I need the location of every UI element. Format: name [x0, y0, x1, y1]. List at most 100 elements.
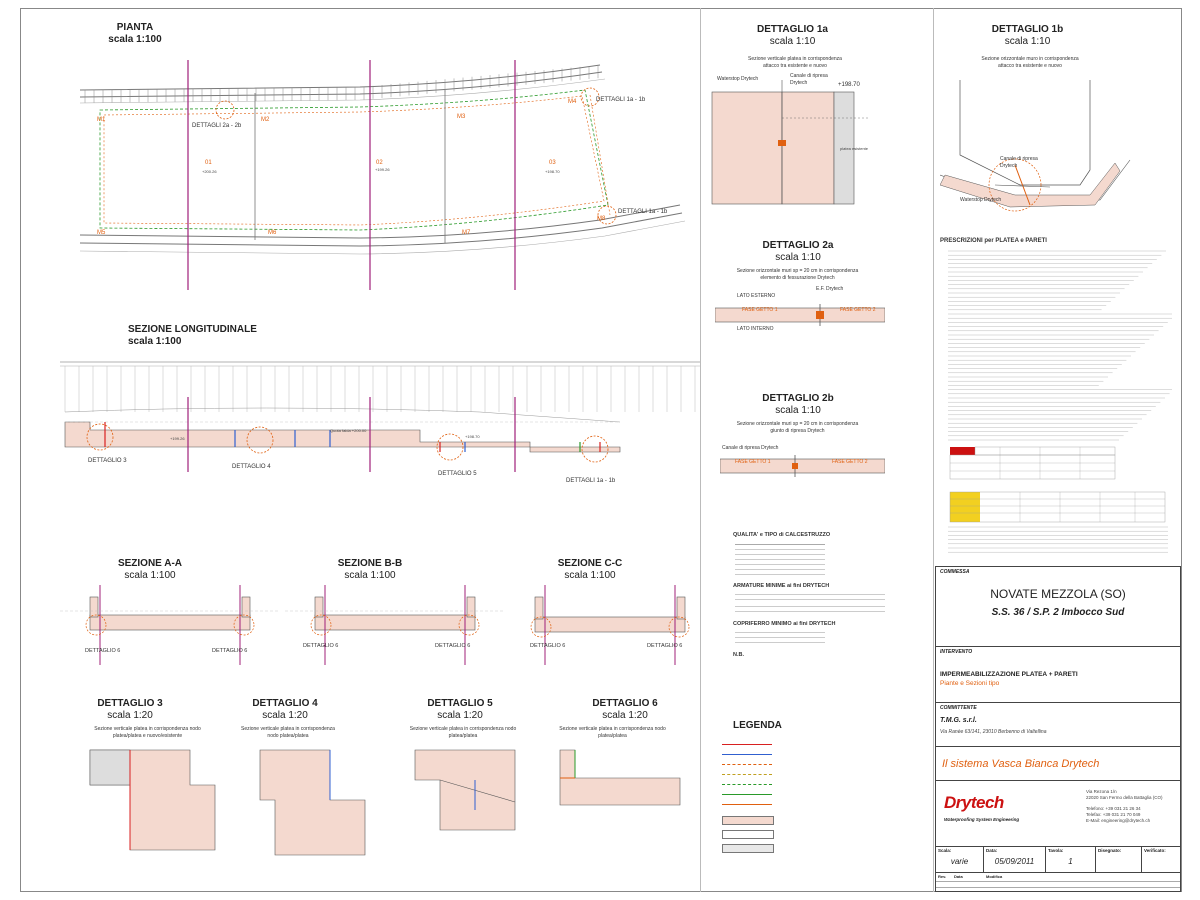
detail-1a-elevation: +198.70 [838, 82, 860, 88]
tb-meta-row: Scala: varie Data: 05/09/2011 Tavola: 1 … [936, 847, 1180, 873]
detail-3-title: DETTAGLIO 3 scala 1:20 [95, 698, 165, 721]
tb-company-contacts: Via Rezona 1/n 22020 San Fermo della Bat… [1086, 789, 1163, 824]
legend-row [722, 760, 912, 769]
detail-description: Sezione verticale platea in corrisponden… [241, 726, 335, 739]
detail-2a-fase1: FASE GETTO 1 [742, 307, 778, 313]
detail-2b-fase2: FASE GETTO 2 [832, 459, 868, 465]
plan-title-text: PIANTA [116, 22, 154, 33]
tb-company-tel: Telefono: +39 031 21 26 34 [1086, 805, 1141, 811]
tb-committente-value: T.M.G. s.r.l. [940, 717, 977, 724]
legend-title: LEGENDA [733, 720, 782, 732]
tb-label: Scala: [938, 848, 952, 853]
detail-scale-text: scala 1:10 [775, 404, 821, 416]
detail-1a-canale: Canale di ripresa Drytech [790, 73, 828, 86]
drytech-logo-sub: Waterproofing System Engineering [944, 817, 1020, 822]
legend-row [722, 800, 912, 809]
tb-company-mail: E-Mail: engineering@drytech.ch [1086, 818, 1151, 824]
plan-marker: M2 [261, 117, 270, 123]
section-scale-text: scala 1:100 [564, 569, 616, 581]
tb-company-addr: 22020 San Fermo della Battaglia (CO) [1086, 795, 1163, 801]
plan-title: PIANTA scala 1:100 [100, 22, 170, 45]
section-callout: DETTAGLIO 6 [85, 648, 121, 654]
tb-verificato-cell: Verificato: [1142, 847, 1182, 873]
tb-company-fax: Telefax: +39 031 21 70 049 [1086, 811, 1141, 817]
detail-title-text: DETTAGLIO 2a [762, 240, 834, 251]
title-block: COMMESSA NOVATE MEZZOLA (SO) S.S. 36 / S… [935, 566, 1181, 892]
detail-title-text: DETTAGLIO 1a [757, 24, 828, 35]
specs-copriferro-heading: COPRIFERRO MINIMO ai fini DRYTECH [733, 621, 836, 627]
detail-2a-lato-interno: LATO INTERNO [737, 326, 774, 332]
detail-2b-drawing [720, 455, 885, 477]
tb-intervento-sub: Piante e Sezioni tipo [940, 680, 1000, 687]
room-number: 01 [205, 160, 212, 166]
long-callout-label: DETTAGLI 1a - 1b [566, 478, 616, 484]
tb-data-value: 05/09/2011 [994, 857, 1035, 866]
svg-text:+198.70: +198.70 [545, 169, 560, 174]
detail-scale-text: scala 1:20 [602, 709, 648, 721]
detail-title-text: DETTAGLIO 3 [97, 698, 163, 709]
section-callout: DETTAGLIO 6 [303, 643, 339, 649]
sections-drawing [60, 585, 690, 665]
detail-title-text: DETTAGLIO 2b [762, 393, 834, 404]
plan-callout-label: DETTAGLI 2a - 2b [192, 123, 242, 129]
tb-commessa-sub: S.S. 36 / S.P. 2 Imbocco Sud [991, 607, 1125, 618]
tb-label: Data [954, 874, 963, 879]
tb-intervento-value: IMPERMEABILIZZAZIONE PLATEA + PARETI [940, 671, 1078, 678]
legend-row [722, 844, 912, 853]
detail-2b-fase1: FASE GETTO 1 [735, 459, 771, 465]
section-title-text: SEZIONE B-B [337, 558, 403, 569]
section-callout: DETTAGLIO 6 [435, 643, 471, 649]
detail-scale-text: scala 1:20 [107, 709, 153, 721]
prescrizioni-text-lines [948, 250, 1172, 553]
detail-title-text: DETTAGLIO 1b [991, 24, 1064, 35]
tb-committente: COMMITTENTE T.M.G. s.r.l. Via Ranèe 63/1… [936, 703, 1180, 747]
detail-scale-text: scala 1:20 [262, 709, 308, 721]
section-title-text: SEZIONE A-A [117, 558, 183, 569]
drytech-logo: Drytech [944, 793, 1004, 812]
svg-text:Quota falda +200.00: Quota falda +200.00 [330, 428, 367, 433]
drawing-sheet [20, 8, 1182, 892]
detail-1a-drawing: platea esistente [711, 80, 870, 205]
tb-label: Rev. [938, 874, 947, 879]
room-number: 02 [376, 160, 383, 166]
tb-scala-cell: Scala: varie [936, 847, 984, 873]
section-callout: DETTAGLIO 6 [530, 643, 566, 649]
legend-row [722, 750, 912, 759]
long-section-title-text: SEZIONE LONGITUDINALE [128, 324, 257, 335]
detail-6-title: DETTAGLIO 6 scala 1:20 [590, 698, 660, 721]
tb-tavola-value: 1 [1068, 857, 1073, 866]
specs-armature-body [735, 590, 885, 612]
plan-callout-label: DETTAGLI 1a - 1b [618, 209, 668, 215]
long-section-title: SEZIONE LONGITUDINALE scala 1:100 [128, 324, 258, 347]
plan-marker: M7 [462, 230, 471, 236]
long-callout-label: DETTAGLIO 4 [232, 464, 271, 470]
long-section-scale-text: scala 1:100 [128, 335, 182, 347]
svg-text:+199.26: +199.26 [170, 436, 185, 441]
detail-1a-platea: platea esistente [840, 146, 869, 151]
section-a-title: SEZIONE A-A scala 1:100 [110, 558, 190, 581]
detail-1a-title: DETTAGLIO 1a scala 1:10 [750, 24, 835, 47]
legend-row [722, 816, 912, 825]
details-3-6-drawing [89, 749, 681, 856]
detail-1a-waterstop: Waterstop Drytech [717, 76, 759, 82]
section-b-title: SEZIONE B-B scala 1:100 [330, 558, 410, 581]
plan-drawing: +200.26 +199.26 +198.70 [79, 60, 686, 290]
detail-1b-waterstop: Waterstop Drytech [960, 197, 1002, 203]
detail-scale-text: scala 1:10 [1004, 35, 1051, 47]
svg-text:+200.26: +200.26 [202, 169, 217, 174]
detail-2a-title: DETTAGLIO 2a scala 1:10 [758, 240, 838, 263]
legend-list [722, 734, 932, 874]
section-callout: DETTAGLIO 6 [647, 643, 683, 649]
legend-row [722, 790, 912, 799]
tb-intervento: INTERVENTO IMPERMEABILIZZAZIONE PLATEA +… [936, 647, 1180, 703]
detail-1b-title: DETTAGLIO 1b scala 1:10 [985, 24, 1070, 47]
long-callout-label: DETTAGLIO 5 [438, 471, 477, 477]
detail-1b-description: Sezione orizzontale muro in corrisponden… [981, 56, 1079, 69]
plan-marker: M3 [457, 114, 466, 120]
tb-scala-value: varie [950, 857, 969, 866]
specs-nb: N.B. [733, 652, 744, 658]
plan-marker: M1 [97, 117, 106, 123]
plan-scale-text: scala 1:100 [108, 33, 162, 45]
legend-row [722, 770, 912, 779]
tb-company: Drytech Waterproofing System Engineering… [936, 781, 1180, 847]
